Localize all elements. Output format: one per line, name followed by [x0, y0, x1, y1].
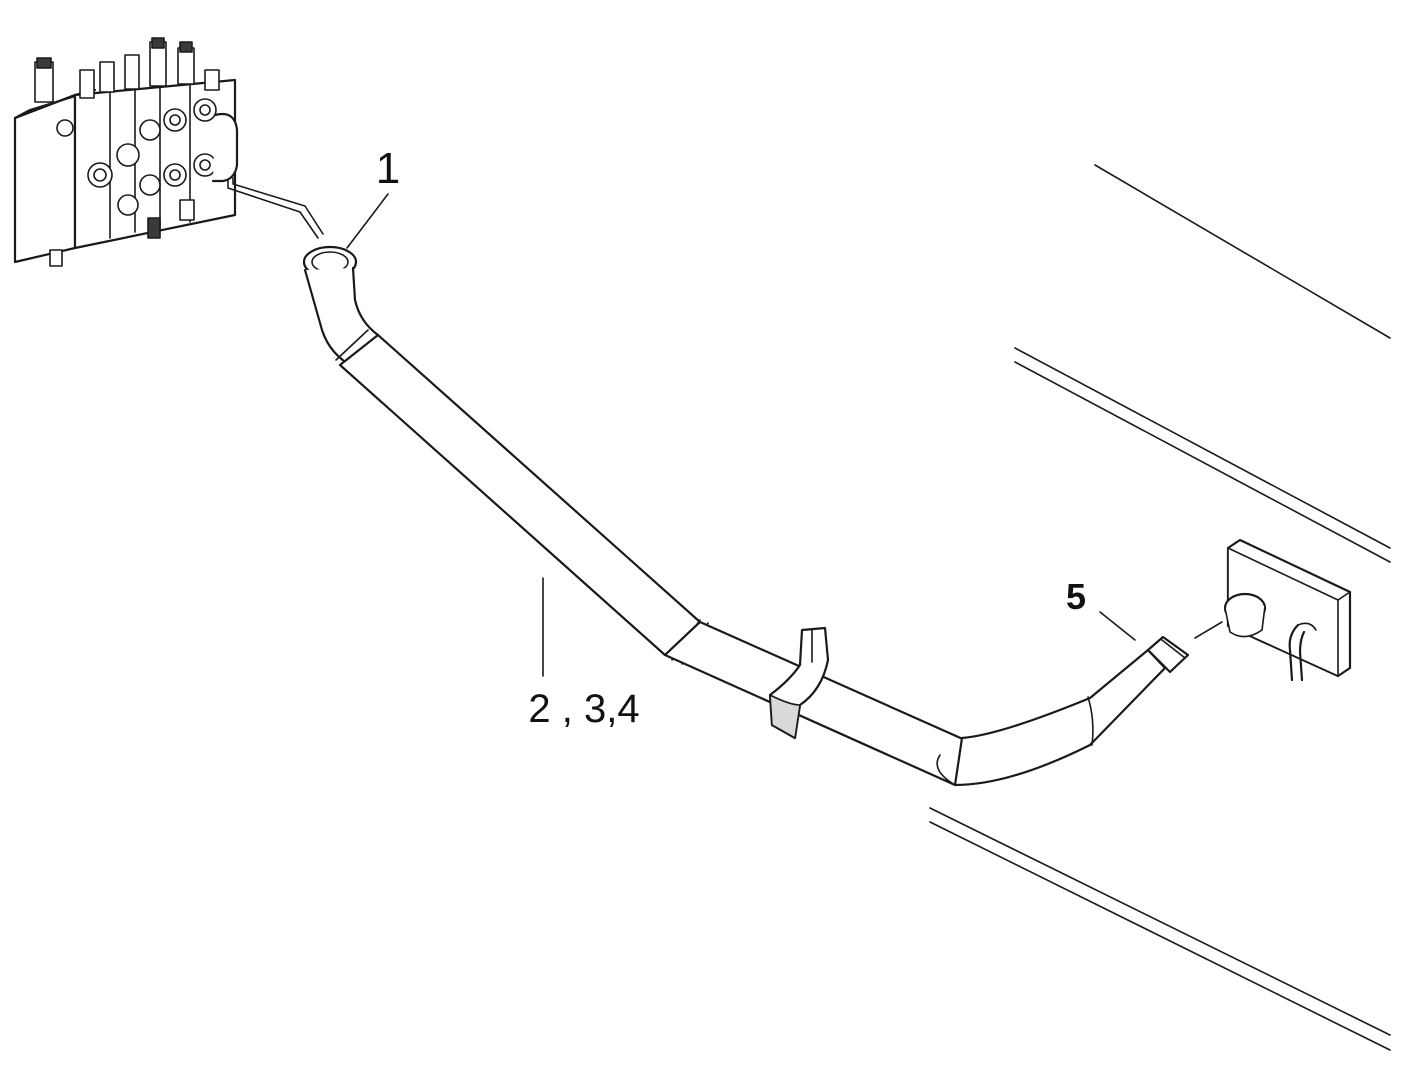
pipe-support-clamp: [768, 626, 830, 740]
callout-5: 5: [1066, 576, 1086, 617]
callout-1: 1: [376, 144, 400, 193]
leader-line-5-continuation: [1194, 621, 1223, 639]
hydraulic-pipe: [302, 245, 1190, 787]
leader-lines: [346, 193, 1223, 677]
frame-rails: [929, 164, 1391, 1051]
control-valve-block: [13, 37, 239, 267]
leader-line-5: [1099, 611, 1136, 641]
leader-line-1: [346, 193, 389, 249]
callout-2-3-4: 2 , 3,4: [528, 687, 639, 731]
bulkhead-plate: [1223, 538, 1352, 682]
pilot-line: [227, 177, 324, 239]
